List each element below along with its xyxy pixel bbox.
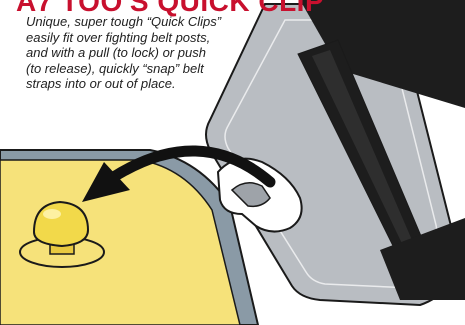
caption-line: Unique, super tough “Quick Clips” bbox=[26, 14, 241, 30]
caption-line: straps into or out of place. bbox=[26, 76, 241, 92]
caption-line: easily fit over fighting belt posts, bbox=[26, 30, 241, 46]
post-knob-highlight bbox=[43, 209, 61, 219]
post-knob bbox=[34, 202, 88, 246]
caption-line: (to release), quickly “snap” belt bbox=[26, 61, 241, 77]
caption-text: Unique, super tough “Quick Clips” easily… bbox=[26, 14, 241, 92]
caption-line: and with a pull (to lock) or push bbox=[26, 45, 241, 61]
